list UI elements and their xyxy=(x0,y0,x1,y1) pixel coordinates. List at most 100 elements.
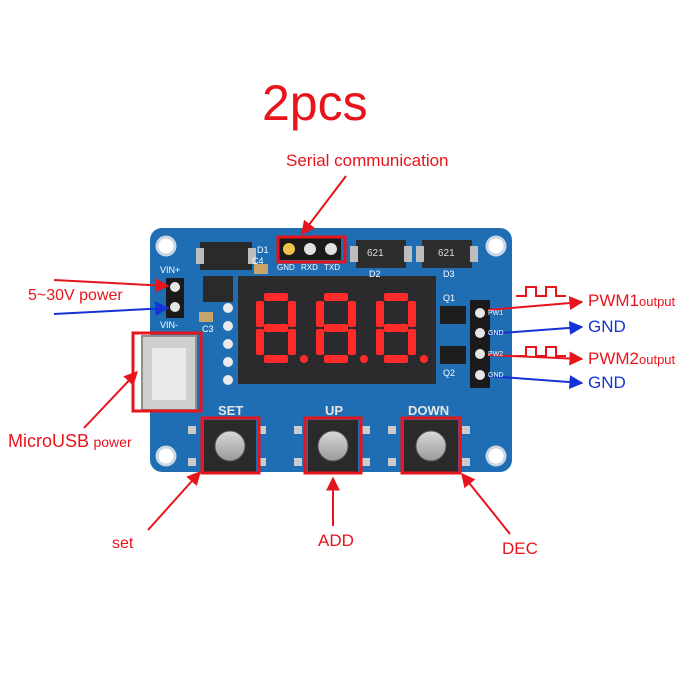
digit-segment xyxy=(264,355,288,363)
digit-segment xyxy=(324,355,348,363)
arrow-microusb xyxy=(83,370,138,429)
digit-segment xyxy=(376,301,384,327)
digit-segment xyxy=(324,293,348,301)
label-gnd1: GND xyxy=(588,317,626,336)
button-up-highlight xyxy=(303,416,363,475)
silk-diode2-code: 621 xyxy=(367,248,384,259)
serial-pin-rxd xyxy=(304,243,316,255)
led-indicator xyxy=(223,357,233,367)
arrow-gnd2 xyxy=(487,375,584,390)
serial-pin-gnd xyxy=(283,243,295,255)
digit-segment xyxy=(316,329,324,355)
pin-pw2 xyxy=(475,349,485,359)
silk-gnd-pin2: GND xyxy=(488,372,504,379)
digit-segment xyxy=(288,329,296,355)
arrow-gnd1 xyxy=(487,320,584,335)
silk-diode3-code: 621 xyxy=(438,248,455,259)
digit-segment xyxy=(376,329,384,355)
button-up xyxy=(294,420,370,472)
vin-pin-minus xyxy=(170,302,180,312)
label-serial-communication: Serial communication xyxy=(286,151,449,170)
silk-pw1: PW1 xyxy=(488,310,504,317)
transistor-q1 xyxy=(440,306,466,324)
arrow-vin-plus xyxy=(53,278,170,293)
silk-d1: D1 xyxy=(257,245,269,255)
silk-rxd: RXD xyxy=(301,263,318,272)
serial-header-highlight xyxy=(276,235,347,264)
serial-pin-txd xyxy=(325,243,337,255)
digit-segment xyxy=(264,293,288,301)
silk-vin-plus: VIN+ xyxy=(160,265,181,275)
silk-txd: TXD xyxy=(324,263,340,272)
decimal-point xyxy=(300,355,308,363)
capacitor-c3 xyxy=(199,312,213,322)
digit-segment xyxy=(256,329,264,355)
silk-q2: Q2 xyxy=(443,368,456,378)
silk-q1: Q1 xyxy=(443,293,456,303)
silk-c3: C3 xyxy=(202,324,214,334)
mount-hole xyxy=(485,445,507,467)
button-down-highlight xyxy=(400,416,462,475)
pin-gnd1 xyxy=(475,328,485,338)
arrow-pwm1 xyxy=(487,296,584,311)
digit-segment xyxy=(384,293,408,301)
arrow-dec xyxy=(461,472,511,535)
led-indicator xyxy=(223,321,233,331)
led-indicator xyxy=(223,375,233,385)
label-dec: DEC xyxy=(502,539,538,558)
digit-segment xyxy=(348,329,356,355)
label-pwm2-output: output xyxy=(639,352,676,367)
mount-hole xyxy=(155,235,177,257)
label-pwm1-main: PWM1 xyxy=(588,291,639,310)
silk-gnd: GND xyxy=(277,263,295,272)
label-pwm2-main: PWM2 xyxy=(588,349,639,368)
silk-c4: C4 xyxy=(252,256,264,266)
output-header xyxy=(470,300,490,388)
label-add: ADD xyxy=(318,531,354,550)
arrow-set xyxy=(147,470,201,531)
silk-down: DOWN xyxy=(408,403,450,418)
digit-segment xyxy=(408,329,416,355)
diode-d3 xyxy=(422,240,472,268)
mount-hole xyxy=(155,445,177,467)
digit-segment xyxy=(288,301,296,327)
button-down xyxy=(388,420,470,472)
decimal-point xyxy=(360,355,368,363)
label-microusb-main: MicroUSB xyxy=(8,431,90,451)
label-set: set xyxy=(112,535,134,552)
led-indicator xyxy=(223,339,233,349)
digit-segment xyxy=(264,324,288,332)
digit-segment xyxy=(384,355,408,363)
label-pwm2: PWM2output xyxy=(588,350,675,368)
label-power-range: 5~30V power xyxy=(28,287,123,304)
arrow-vin-minus xyxy=(53,301,170,316)
led-indicator xyxy=(223,303,233,313)
pwm1-waveform-icon xyxy=(516,286,566,297)
digit-segment xyxy=(408,301,416,327)
silk-gnd-pin1: GND xyxy=(488,330,504,337)
label-microusb-power: power xyxy=(93,434,132,450)
silk-d3: D3 xyxy=(443,269,455,279)
pin-pw1 xyxy=(475,308,485,318)
silk-up: UP xyxy=(325,403,344,418)
label-microusb: MicroUSB power xyxy=(8,432,132,451)
display-digits xyxy=(256,293,428,363)
silk-pw2: PW2 xyxy=(488,351,504,358)
diode-d1 xyxy=(200,242,252,270)
label-pwm1: PWM1output xyxy=(588,292,675,310)
pwm2-waveform-icon xyxy=(516,346,566,357)
capacitor-c4 xyxy=(254,264,268,274)
button-set xyxy=(188,420,266,472)
arrow-serial xyxy=(301,175,347,236)
digit-segment xyxy=(324,324,348,332)
diode-d2 xyxy=(356,240,406,268)
pin-gnd2 xyxy=(475,370,485,380)
button-set-highlight xyxy=(200,416,261,475)
label-pwm1-output: output xyxy=(639,294,676,309)
decimal-point xyxy=(420,355,428,363)
page-title: 2pcs xyxy=(262,75,368,131)
vin-pin-plus xyxy=(170,282,180,292)
digit-segment xyxy=(316,301,324,327)
mount-hole xyxy=(485,235,507,257)
